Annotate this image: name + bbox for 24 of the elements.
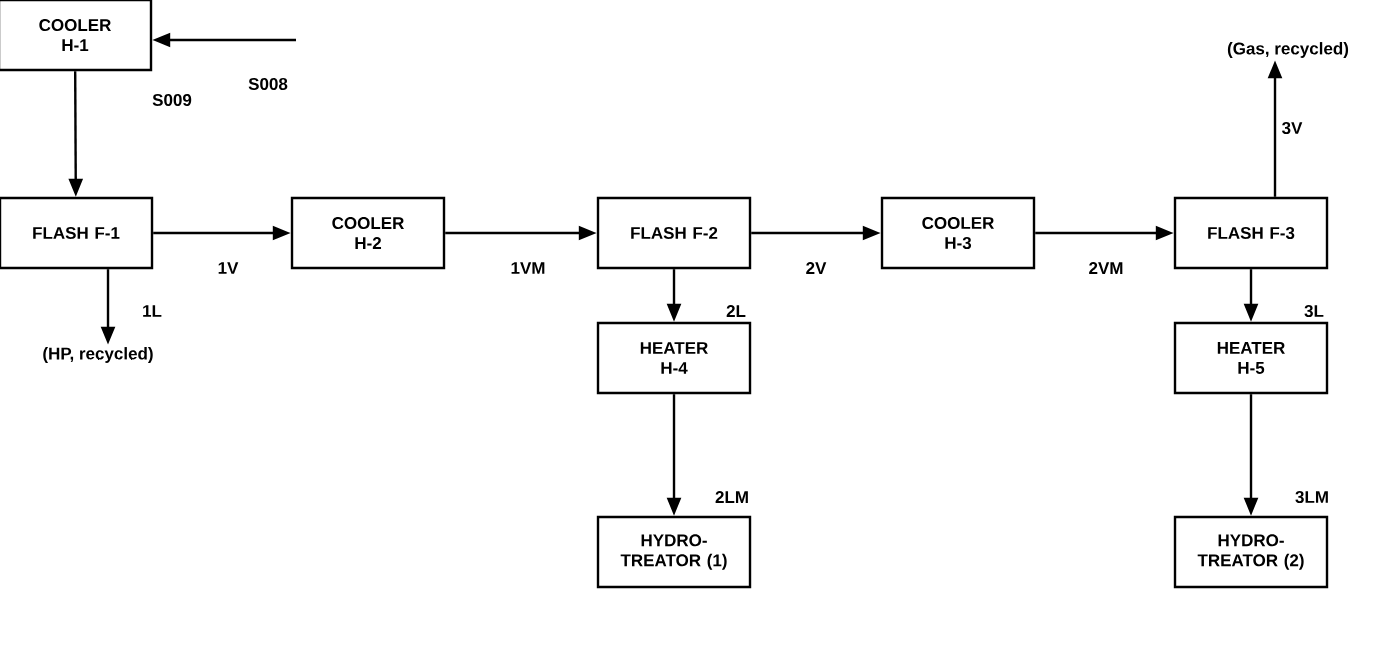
process-box: FLASH F-3 xyxy=(1173,196,1329,270)
stream-destination-text: (Gas, recycled) xyxy=(1227,42,1349,58)
process-box: FLASH F-1 xyxy=(0,196,154,270)
process-box: COOLER H-1 xyxy=(0,0,153,72)
edge-label: 2L xyxy=(724,303,748,319)
stream-destination-text: (HP, recycled) xyxy=(43,347,153,363)
edge-label: 1L xyxy=(140,303,164,319)
process-box: FLASH F-2 xyxy=(596,196,752,270)
edge-label: 3V xyxy=(1279,119,1305,136)
edge-label: 3LM xyxy=(1293,488,1331,505)
process-box: HYDRO- TREATOR (1) xyxy=(596,515,752,589)
edge-label: 1V xyxy=(215,260,241,276)
edge-label: 3L xyxy=(1302,302,1326,319)
edge-label: S008 xyxy=(246,76,290,92)
process-box: COOLER H-2 xyxy=(290,196,446,270)
process-box: HYDRO- TREATOR (2) xyxy=(1173,515,1329,589)
process-box: COOLER H-3 xyxy=(880,196,1036,270)
process-box: HEATER H-5 xyxy=(1173,321,1329,395)
edge-label: 2LM xyxy=(713,489,751,505)
edge-label: 1VM xyxy=(508,260,548,276)
process-box: HEATER H-4 xyxy=(596,321,752,395)
edge-label: S009 xyxy=(150,92,194,108)
edge-label: 2VM xyxy=(1086,260,1126,276)
edge-label: 2V xyxy=(803,260,829,276)
